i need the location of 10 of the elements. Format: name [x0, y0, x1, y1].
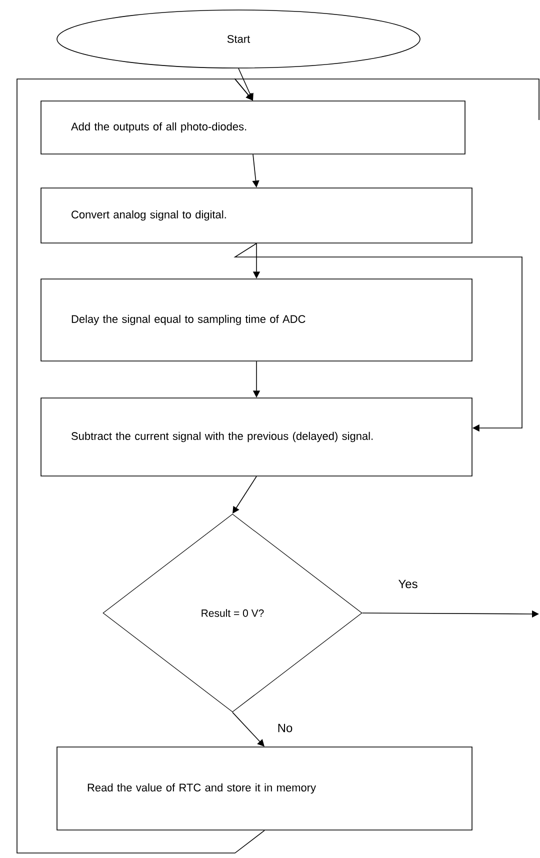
process-box: Convert analog signal to digital.: [40, 188, 472, 244]
process-box: Read the value of RTC and store it in memory: [56, 746, 472, 830]
process-box: Subtract the current signal with the previous (delayed) signal.: [40, 398, 472, 476]
arrow: [234, 78, 540, 120]
process-box: Delay the signal equal to sampling time of ADC: [40, 278, 472, 362]
edge-label: Yes: [397, 578, 419, 590]
arrow: [16, 78, 265, 854]
arrow: [234, 243, 522, 432]
edge-label: No: [276, 722, 294, 734]
process-box: Add the outputs of all photo-diodes.: [40, 100, 466, 154]
